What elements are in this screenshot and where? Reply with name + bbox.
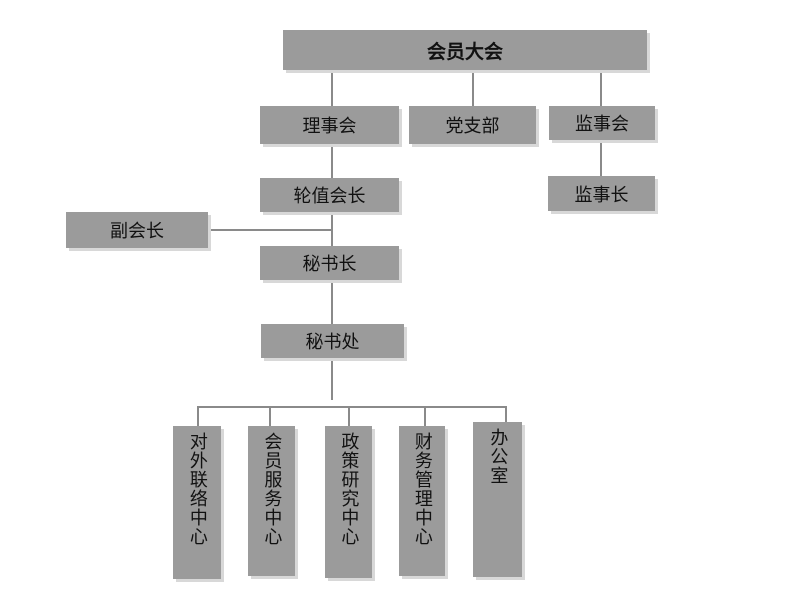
- connector-line: [197, 406, 199, 426]
- connector-line: [331, 144, 333, 178]
- center-label: 政策研究中心: [338, 432, 360, 546]
- vice-president-box: 副会长: [66, 212, 208, 248]
- supervisor-box: 监事长: [548, 176, 655, 211]
- connector-line: [600, 140, 602, 176]
- party-label: 党支部: [445, 116, 500, 137]
- party-box: 党支部: [409, 106, 536, 144]
- connector-line: [505, 406, 507, 426]
- center-label: 财务管理中心: [411, 432, 433, 546]
- connector-line: [197, 406, 507, 408]
- center-box: 对外联络中心: [173, 426, 221, 579]
- board-label: 理事会: [302, 116, 357, 137]
- center-label: 会员服务中心: [261, 432, 283, 546]
- supervisory-board-label: 监事会: [575, 114, 629, 135]
- secretariat-label: 秘书处: [305, 332, 360, 353]
- supervisory-board-box: 监事会: [549, 106, 655, 140]
- center-label: 对外联络中心: [186, 432, 208, 546]
- connector-line: [208, 229, 332, 231]
- connector-line: [424, 406, 426, 426]
- connector-line: [269, 406, 271, 426]
- rotating-president-box: 轮值会长: [260, 178, 399, 212]
- center-box: 会员服务中心: [248, 426, 295, 576]
- rotating-president-label: 轮值会长: [293, 186, 366, 207]
- connector-line: [331, 280, 333, 324]
- secretariat-box: 秘书处: [261, 324, 404, 358]
- vice-president-label: 副会长: [110, 221, 164, 242]
- center-box: 政策研究中心: [325, 426, 372, 578]
- center-label: 办公室: [487, 428, 509, 485]
- connector-line: [348, 406, 350, 426]
- center-box: 财务管理中心: [399, 426, 445, 576]
- connector-line: [331, 212, 333, 246]
- center-box: 办公室: [473, 422, 522, 577]
- connector-line: [472, 70, 474, 106]
- connector-line: [331, 70, 333, 106]
- secretary-general-box: 秘书长: [260, 246, 399, 280]
- connector-line: [331, 358, 333, 400]
- supervisor-label: 监事长: [574, 184, 629, 206]
- board-box: 理事会: [260, 106, 399, 144]
- secretary-general-label: 秘书长: [302, 254, 357, 275]
- assembly-label: 会员大会: [426, 40, 503, 63]
- assembly-box: 会员大会: [283, 30, 647, 70]
- connector-line: [600, 70, 602, 106]
